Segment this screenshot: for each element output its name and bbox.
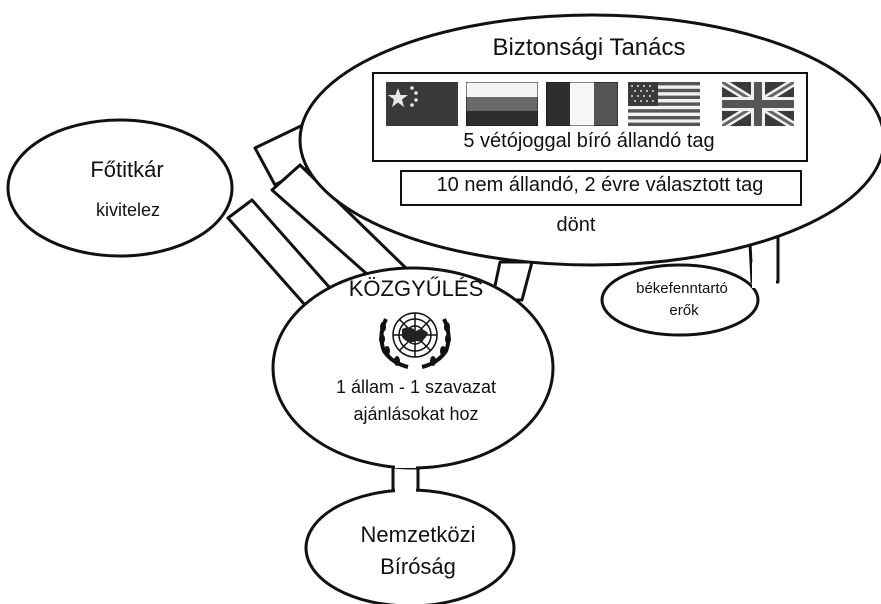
uk-flag-icon — [722, 82, 794, 126]
nonpermanent-members-label: 10 nem állandó, 2 évre választott tag — [436, 174, 764, 196]
secretary-general-title: Főtitkár — [90, 157, 164, 182]
nonpermanent-members-box — [400, 170, 802, 206]
secretary-general-ellipse — [6, 118, 234, 258]
usa-flag-icon — [628, 82, 700, 126]
china-flag-icon — [386, 82, 458, 126]
peacekeeping-ellipse — [600, 263, 760, 337]
russia-flag-icon — [466, 82, 538, 126]
court-title-line1: Nemzetközi — [360, 522, 476, 547]
general-assembly-voting: 1 állam - 1 szavazat — [335, 377, 497, 397]
council-decision-label: dönt — [556, 214, 596, 236]
un-emblem-icon — [372, 305, 458, 371]
peacekeeping-line2: erők — [669, 302, 699, 319]
secretary-general-role: kivitelez — [95, 200, 161, 220]
general-assembly-function: ajánlásokat hoz — [353, 404, 479, 424]
france-flag-icon — [546, 82, 618, 126]
security-council-title: Biztonsági Tanács — [492, 34, 686, 61]
general-assembly-title: KÖZGYŰLÉS — [348, 276, 484, 301]
permanent-members-label: 5 vétójoggal bíró állandó tag — [463, 130, 715, 152]
court-title-line2: Bíróság — [380, 554, 456, 579]
peacekeeping-line1: békefenntartó — [636, 280, 728, 297]
